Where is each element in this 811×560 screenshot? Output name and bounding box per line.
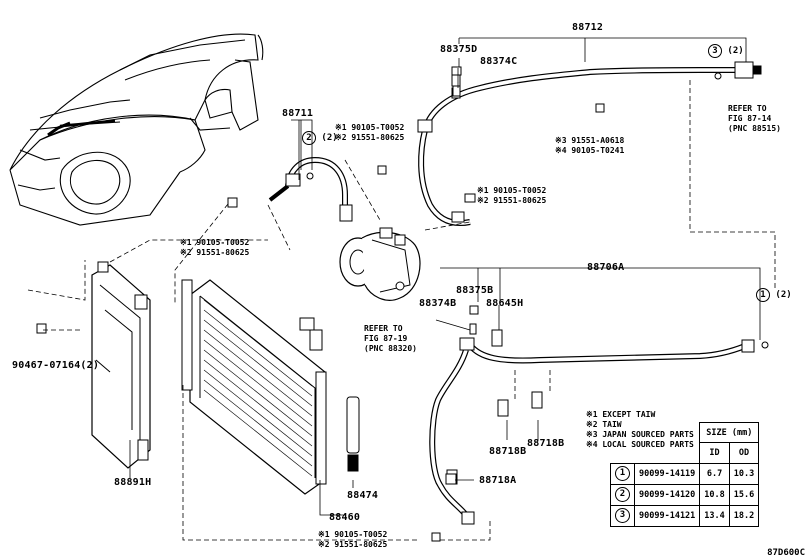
part-88375b: 88375B [456, 285, 494, 296]
figure-code: 87D600C [767, 548, 805, 558]
clamp-ref-3: 3 (2) [708, 44, 744, 58]
part-88645h: 88645H [486, 298, 524, 309]
part-number-cell: 90099-14119 [633, 462, 701, 485]
clamp-ref-2-qty: (2) [321, 133, 338, 143]
part-number-cell: 90099-14120 [633, 483, 701, 506]
fastener-callout-bottom: ※1 90105-T0052 ※2 91551-80625 [318, 530, 387, 550]
clamp-ref-2: 2 (2) [302, 131, 338, 145]
row-index-cell: 1 [610, 462, 635, 485]
refer-line: REFER TO [728, 104, 767, 113]
condenser-illustration [181, 279, 327, 495]
circle-number-1: 1 [615, 466, 630, 481]
clamp-ref-1: 1 (2) [756, 288, 792, 302]
hardware-items [36, 66, 769, 542]
col-header-od: OD [728, 442, 760, 464]
table-row: 3 90099-14121 13.4 18.2 [610, 504, 760, 527]
row-index-cell: 3 [610, 504, 635, 527]
id-cell: 6.7 [699, 462, 730, 485]
clamp-ref-1-qty: (2) [775, 290, 792, 300]
part-88374b: 88374B [419, 298, 457, 309]
refer-line: FIG 87-19 [364, 334, 408, 343]
circle-number-2: 2 [615, 487, 630, 502]
vehicle-illustration [9, 33, 264, 226]
fastener-callout-center-mid: ※1 90105-T0052 ※2 91551-80625 [477, 186, 546, 206]
leader-lines [129, 37, 761, 516]
dashed-lines [27, 80, 776, 541]
part-88460: 88460 [329, 512, 361, 523]
part-88718b-right: 88718B [527, 438, 565, 449]
receiver-illustration [346, 396, 360, 472]
circle-number-3: 3 [708, 44, 722, 58]
od-cell: 15.6 [728, 483, 760, 506]
note-line: ※3 JAPAN SOURCED PARTS [586, 430, 694, 439]
fastener-callout-left-mid: ※1 90105-T0052 ※2 91551-80625 [180, 238, 249, 258]
fastener-callout-top-right: ※3 91551-A0618 ※4 90105-T0241 [555, 136, 624, 156]
part-88374c: 88374C [480, 56, 518, 67]
legend-notes: ※1 EXCEPT TAIW ※2 TAIW ※3 JAPAN SOURCED … [586, 410, 694, 450]
part-88711: 88711 [282, 108, 314, 119]
od-cell: 18.2 [728, 504, 760, 527]
table-row: 2 90099-14120 10.8 15.6 [610, 483, 760, 506]
fastener-line: ※1 90105-T0052 [477, 186, 547, 195]
refer-line: FIG 87-14 [728, 114, 772, 123]
bracket-illustration [91, 261, 151, 469]
note-line: ※2 TAIW [586, 420, 622, 429]
refer-line: REFER TO [364, 324, 403, 333]
compressor-illustration [339, 227, 421, 301]
part-88718a: 88718A [479, 475, 517, 486]
part-88706a: 88706A [587, 262, 625, 273]
row-index-cell: 2 [610, 483, 635, 506]
fastener-callout-center-top: ※1 90105-T0052 ※2 91551-80625 [335, 123, 404, 143]
fastener-line: ※4 90105-T0241 [555, 146, 625, 155]
hose-88711 [268, 156, 353, 222]
refer-to-fig-87-19[interactable]: REFER TO FIG 87-19 (PNC 88320) [364, 324, 417, 354]
refer-line: (PNC 88515) [728, 124, 781, 133]
fastener-line: ※2 91551-80625 [335, 133, 405, 142]
clamp-ref-3-qty: (2) [727, 46, 744, 56]
pipe-88712 [417, 61, 762, 226]
part-number-cell: 90099-14121 [633, 504, 701, 527]
od-cell: 10.3 [728, 462, 760, 485]
fastener-line: ※1 90105-T0052 [335, 123, 405, 132]
fastener-line: ※2 91551-80625 [477, 196, 547, 205]
circle-number-3: 3 [615, 508, 630, 523]
table-row: 1 90099-14119 6.7 10.3 [610, 462, 760, 485]
clamp-size-table: SIZE (mm) ID OD 1 90099-14119 6.7 10.3 2… [610, 422, 760, 527]
fastener-line: ※2 91551-80625 [318, 540, 388, 549]
part-90467-07164: 90467-07164(2) [12, 360, 100, 371]
part-88712: 88712 [572, 22, 604, 33]
part-88474: 88474 [347, 490, 379, 501]
part-88718b-left: 88718B [489, 446, 527, 457]
col-header-id: ID [699, 442, 730, 464]
id-cell: 10.8 [699, 483, 730, 506]
part-88375d: 88375D [440, 44, 478, 55]
fastener-line: ※3 91551-A0618 [555, 136, 625, 145]
id-cell: 13.4 [699, 504, 730, 527]
refer-line: (PNC 88320) [364, 344, 417, 353]
fastener-line: ※1 90105-T0052 [180, 238, 250, 247]
fastener-line: ※2 91551-80625 [180, 248, 250, 257]
circle-number-1: 1 [756, 288, 770, 302]
refer-to-fig-87-14[interactable]: REFER TO FIG 87-14 (PNC 88515) [728, 104, 781, 134]
note-line: ※4 LOCAL SOURCED PARTS [586, 440, 694, 449]
part-88891h: 88891H [114, 477, 152, 488]
note-line: ※1 EXCEPT TAIW [586, 410, 656, 419]
fastener-line: ※1 90105-T0052 [318, 530, 388, 539]
table-title: SIZE (mm) [699, 422, 760, 443]
circle-number-2: 2 [302, 131, 316, 145]
